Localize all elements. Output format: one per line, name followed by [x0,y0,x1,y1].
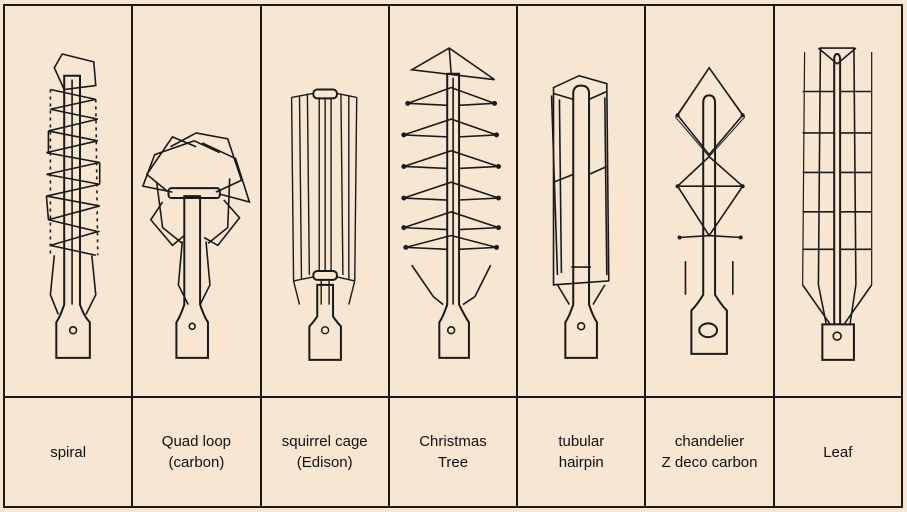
spiral-filament-illustration [5,6,132,398]
chandelier-filament-illustration [646,6,773,398]
tubular-hairpin-filament-illustration [518,6,645,398]
filament-column-spiral: spiral [5,6,132,506]
filament-column-leaf: Leaf [772,6,901,506]
filament-label: spiral [50,443,87,461]
filament-grid: spiral [3,4,903,508]
filament-column-tubular-hairpin: tubular hairpin [516,6,645,506]
filament-label: squirrel cage (Edison) [281,433,368,471]
squirrel-cage-filament-illustration [261,6,388,398]
leaf-filament-illustration [774,6,901,398]
filament-column-quad-loop: Quad loop (carbon) [131,6,260,506]
filament-label: tubular hairpin [558,433,605,471]
filament-label: chandelier Z deco carbon [661,433,758,471]
christmas-tree-filament-illustration [389,6,517,398]
filament-column-christmas-tree: Christmas Tree [387,6,517,506]
filament-label: Christmas Tree [419,433,487,471]
filament-column-squirrel-cage: squirrel cage (Edison) [259,6,388,506]
filament-label: Quad loop (carbon) [161,433,232,471]
filament-column-chandelier: chandelier Z deco carbon [644,6,773,506]
quad-loop-filament-illustration [133,6,260,398]
filament-label: Leaf [823,443,853,461]
